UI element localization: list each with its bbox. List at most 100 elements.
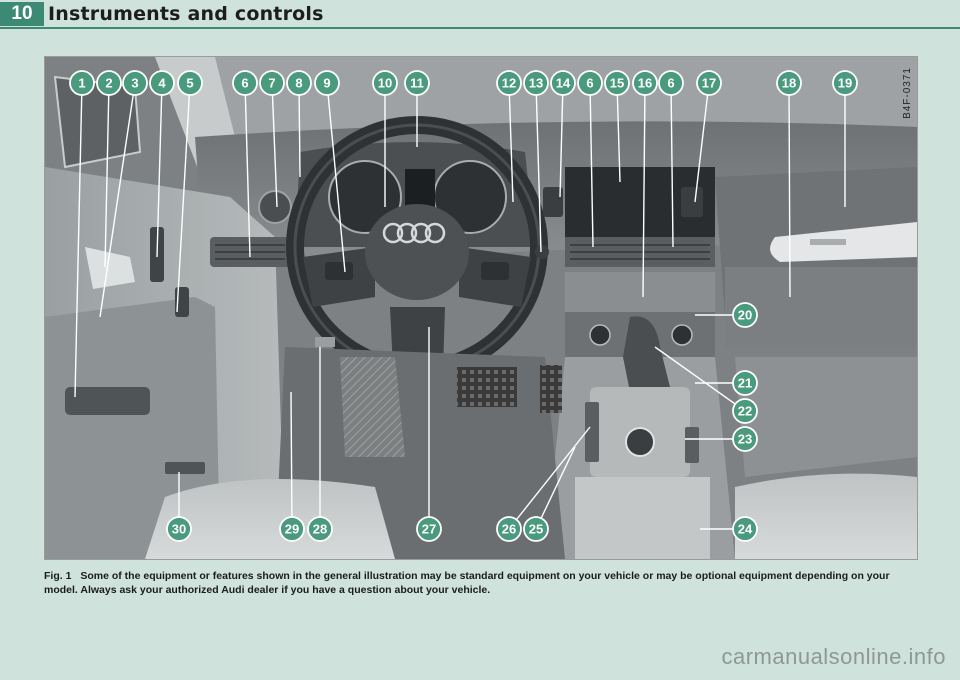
callout-circle xyxy=(832,70,858,96)
brake-pedal xyxy=(457,367,517,407)
callout-number: 6 xyxy=(586,76,593,91)
callout-circle xyxy=(776,70,802,96)
figure-code: B4F-0371 xyxy=(902,67,913,119)
callout-13: 13 xyxy=(523,70,549,96)
callout-circle xyxy=(259,70,285,96)
caption-label: Fig. 1 xyxy=(44,570,72,582)
callout-29: 29 xyxy=(279,516,305,542)
light-switch xyxy=(258,190,292,224)
speedometer xyxy=(328,160,402,234)
callout-number: 22 xyxy=(738,404,752,419)
callout-number: 25 xyxy=(529,522,543,537)
callout-6: 6 xyxy=(658,70,684,96)
callout-16: 16 xyxy=(632,70,658,96)
callout-25: 25 xyxy=(523,516,549,542)
callout-24: 24 xyxy=(732,516,758,542)
callout-19: 19 xyxy=(832,70,858,96)
passenger-footwell xyxy=(735,357,917,477)
callout-5: 5 xyxy=(177,70,203,96)
leader-line-4 xyxy=(156,82,163,258)
leader-line-15 xyxy=(616,82,621,183)
callout-number: 29 xyxy=(285,522,299,537)
armrest xyxy=(575,477,710,559)
leader-line-6 xyxy=(589,82,594,248)
leader-line-3 xyxy=(99,82,136,318)
callout-18: 18 xyxy=(776,70,802,96)
callout-number: 6 xyxy=(667,76,674,91)
leader-line-6 xyxy=(670,82,674,248)
callout-4: 4 xyxy=(149,70,175,96)
parking-brake-release xyxy=(315,337,335,347)
callout-number: 27 xyxy=(422,522,436,537)
leader-line-12 xyxy=(508,82,514,203)
floor-mat xyxy=(340,357,405,457)
leader-line-25 xyxy=(535,446,576,530)
climate-panel-top xyxy=(565,272,715,312)
door-handle xyxy=(85,247,135,289)
callout-number: 6 xyxy=(241,76,248,91)
callout-12: 12 xyxy=(496,70,522,96)
hood-release xyxy=(165,462,205,474)
callout-circle xyxy=(314,70,340,96)
leader-line-14 xyxy=(559,82,564,198)
leader-line-2 xyxy=(104,82,110,268)
callout-number: 5 xyxy=(186,76,193,91)
callout-circle xyxy=(696,70,722,96)
callout-9: 9 xyxy=(314,70,340,96)
callout-30: 30 xyxy=(166,516,192,542)
leader-line-1 xyxy=(74,82,83,398)
callout-1: 1 xyxy=(69,70,95,96)
callout-10: 10 xyxy=(372,70,398,96)
callout-circle xyxy=(632,70,658,96)
callout-number: 13 xyxy=(529,76,543,91)
callout-circle xyxy=(232,70,258,96)
callout-circle xyxy=(166,516,192,542)
callout-circle xyxy=(372,70,398,96)
callout-number: 30 xyxy=(172,522,186,537)
callout-circle xyxy=(122,70,148,96)
callout-number: 11 xyxy=(410,76,424,91)
callout-7: 7 xyxy=(259,70,285,96)
figure-caption: Fig. 1 Some of the equipment or features… xyxy=(44,569,916,597)
callout-circle xyxy=(604,70,630,96)
callout-circle xyxy=(577,70,603,96)
callout-number: 23 xyxy=(738,432,752,447)
passenger-airbag-light xyxy=(681,187,703,217)
callout-circle xyxy=(732,370,758,396)
dashboard-drawing: 1234567891011121314615166171819202122232… xyxy=(45,57,917,559)
callout-number: 16 xyxy=(638,76,652,91)
leader-line-16 xyxy=(642,82,646,298)
callout-23: 23 xyxy=(732,426,758,452)
callout-20: 20 xyxy=(732,302,758,328)
callout-number: 20 xyxy=(738,308,752,323)
page-header: 10 Instruments and controls xyxy=(0,0,960,29)
callout-26: 26 xyxy=(496,516,522,542)
callout-14: 14 xyxy=(550,70,576,96)
header-rule xyxy=(0,27,960,29)
callout-circle xyxy=(732,398,758,424)
leader-line-8 xyxy=(298,82,301,178)
watermark: carmanualsonline.info xyxy=(721,644,946,669)
callout-number: 1 xyxy=(78,76,85,91)
callout-number: 18 xyxy=(782,76,796,91)
driver-display xyxy=(405,169,435,209)
console-buttons-right xyxy=(685,427,699,463)
callout-circle xyxy=(658,70,684,96)
leader-line-18 xyxy=(788,82,791,298)
callout-6: 6 xyxy=(577,70,603,96)
callout-number: 3 xyxy=(131,76,138,91)
leader-line-22 xyxy=(654,346,746,412)
callout-27: 27 xyxy=(416,516,442,542)
window-switches xyxy=(65,387,150,415)
callout-circle xyxy=(523,70,549,96)
callout-8: 8 xyxy=(286,70,312,96)
callout-circle xyxy=(732,302,758,328)
callout-number: 15 xyxy=(610,76,624,91)
callout-28: 28 xyxy=(307,516,333,542)
mmi-knob xyxy=(625,427,655,457)
callout-17: 17 xyxy=(696,70,722,96)
callout-number: 17 xyxy=(702,76,716,91)
callout-circle xyxy=(732,426,758,452)
